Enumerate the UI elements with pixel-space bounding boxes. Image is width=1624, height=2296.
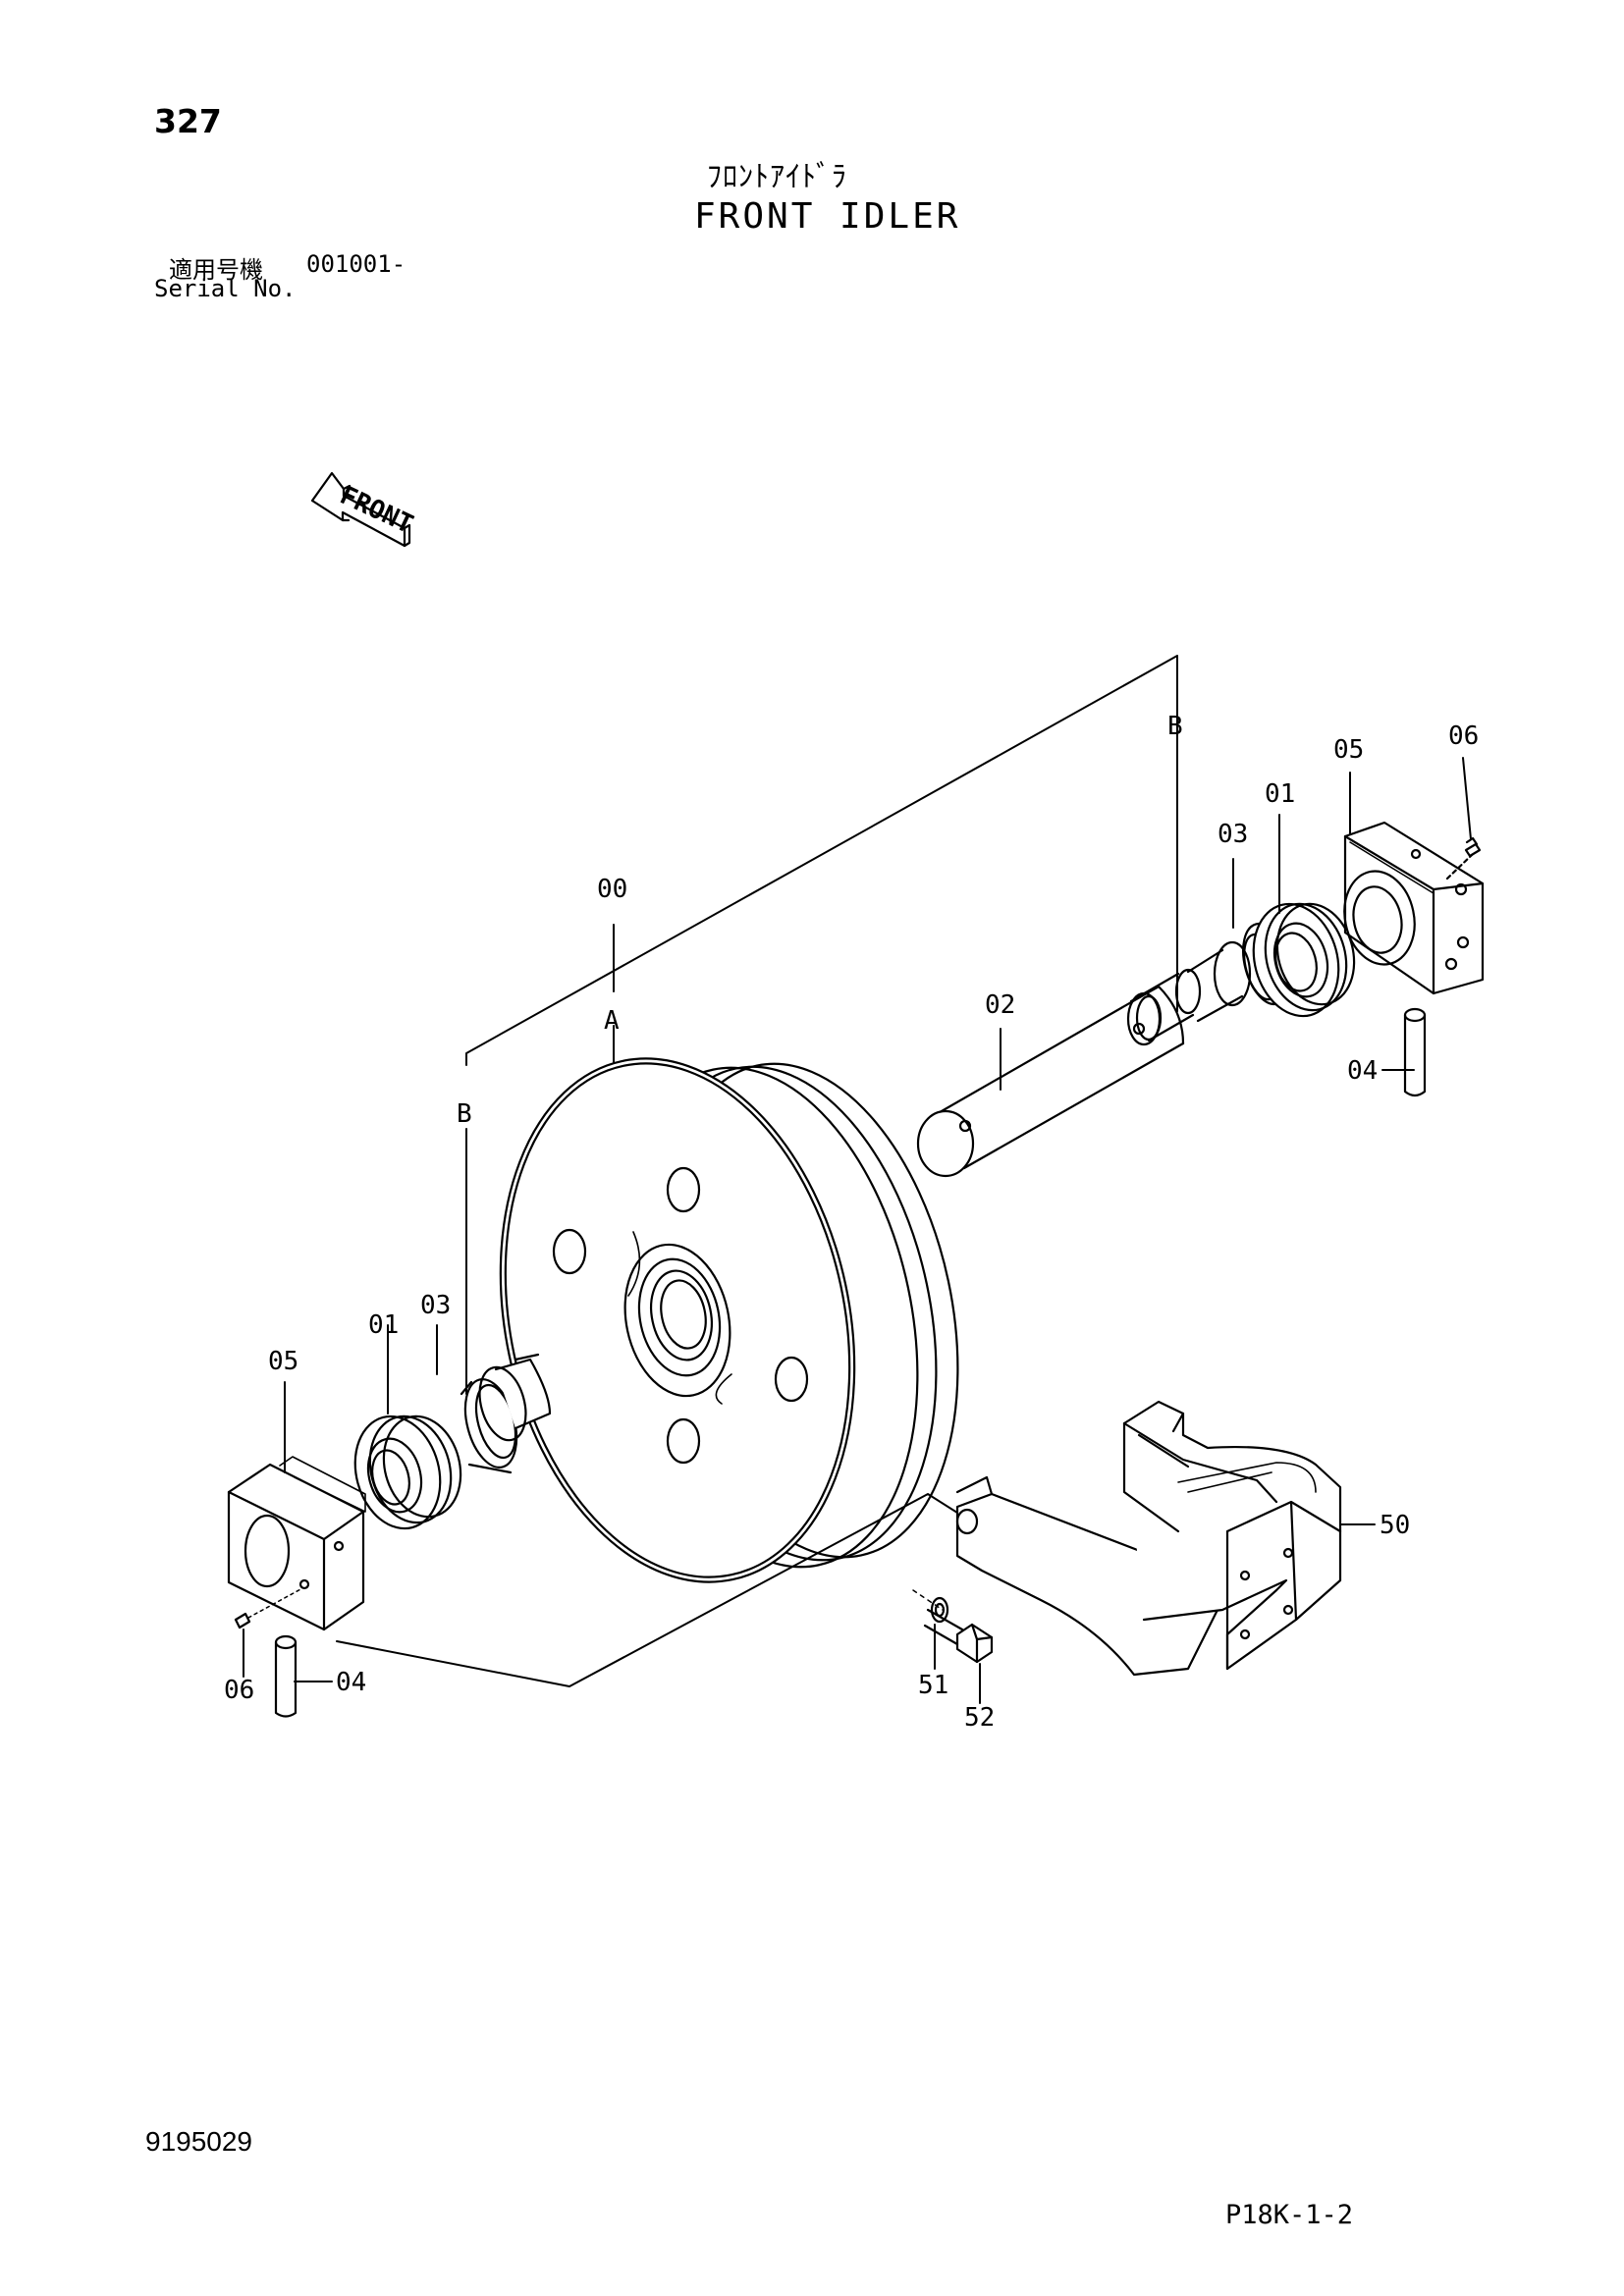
callout-00: 00 bbox=[597, 875, 627, 904]
plug-right bbox=[1464, 836, 1482, 858]
document-number: 9195029 bbox=[145, 2126, 253, 2157]
callout-04-left: 04 bbox=[336, 1668, 366, 1697]
serial-label-japanese: 適用号機 bbox=[169, 256, 263, 284]
callout-01-left: 01 bbox=[368, 1310, 399, 1340]
bracket-left bbox=[227, 1456, 366, 1631]
page-number: 327 bbox=[154, 102, 222, 140]
pin-right bbox=[1403, 1007, 1427, 1097]
reference-letter-b-left: B bbox=[457, 1099, 472, 1129]
serial-label: Serial No. bbox=[154, 275, 297, 302]
callout-05-right: 05 bbox=[1333, 735, 1364, 765]
sheet-reference: P18K-1-2 bbox=[1225, 2200, 1354, 2230]
idler-shaft bbox=[916, 940, 1252, 1178]
callout-52: 52 bbox=[964, 1703, 995, 1733]
callout-06-right: 06 bbox=[1448, 721, 1479, 751]
callout-06-left: 06 bbox=[224, 1676, 254, 1705]
reference-letter-a: A bbox=[604, 1006, 620, 1036]
callout-04-right: 04 bbox=[1347, 1056, 1378, 1086]
sleeve-left bbox=[478, 1358, 552, 1442]
bolt bbox=[923, 1608, 994, 1664]
callout-50: 50 bbox=[1380, 1511, 1410, 1540]
title-japanese: ﾌﾛﾝﾄｱｲﾄﾞﾗ bbox=[707, 160, 847, 194]
seal-right bbox=[1252, 902, 1356, 1018]
bracket-right bbox=[1343, 821, 1485, 995]
callout-05-left: 05 bbox=[268, 1347, 298, 1376]
idler-wheel bbox=[499, 1057, 959, 1583]
seal-left bbox=[353, 1415, 462, 1530]
plug-left bbox=[234, 1587, 303, 1629]
front-arrow-icon: FRONT bbox=[310, 471, 417, 548]
serial-range: 001001- bbox=[306, 250, 406, 278]
callout-51: 51 bbox=[918, 1671, 948, 1700]
page-title: FRONT IDLER bbox=[694, 196, 961, 237]
yoke bbox=[955, 1400, 1342, 1677]
callout-02: 02 bbox=[985, 990, 1015, 1020]
pin-left bbox=[274, 1634, 298, 1718]
callout-03-left: 03 bbox=[420, 1291, 451, 1320]
reference-letter-b-right: B bbox=[1167, 712, 1183, 741]
callout-01-right: 01 bbox=[1265, 779, 1295, 809]
callout-leaders bbox=[243, 757, 1472, 1704]
callout-03-right: 03 bbox=[1218, 820, 1248, 849]
